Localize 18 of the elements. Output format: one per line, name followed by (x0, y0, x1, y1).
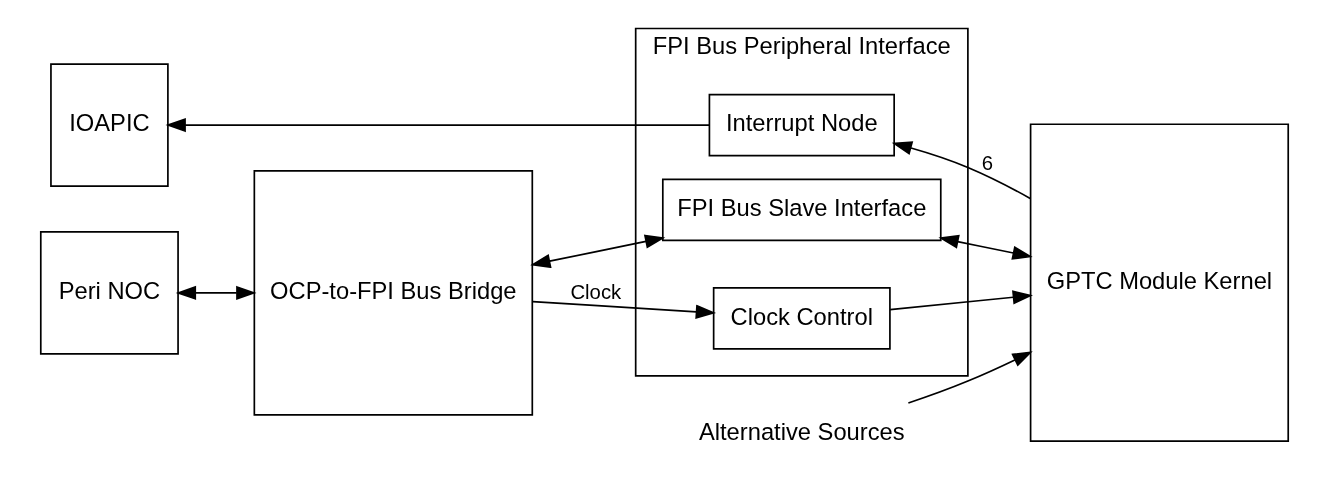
node-box: Interrupt Node (708, 93, 895, 157)
node-text: Alternative Sources (698, 418, 905, 445)
node-box: Clock Control (712, 286, 891, 350)
arrow (889, 290, 1033, 311)
arrow (907, 351, 1033, 404)
edge-label: Clock (570, 280, 622, 303)
arrow (530, 234, 666, 269)
arrow (938, 234, 1033, 260)
node-box: GPTC Module Kernel (1029, 123, 1290, 443)
arrow (175, 285, 257, 300)
node-box: OCP-to-FPI Bus Bridge (253, 170, 534, 416)
node-box: FPI Bus Slave Interface (661, 178, 942, 242)
arrow (891, 141, 1032, 200)
edge-label: 6 (981, 152, 994, 175)
arrow (531, 300, 717, 319)
node-box: Peri NOC (39, 231, 179, 355)
node-box: IOAPIC (50, 63, 169, 187)
arrow (165, 117, 711, 133)
